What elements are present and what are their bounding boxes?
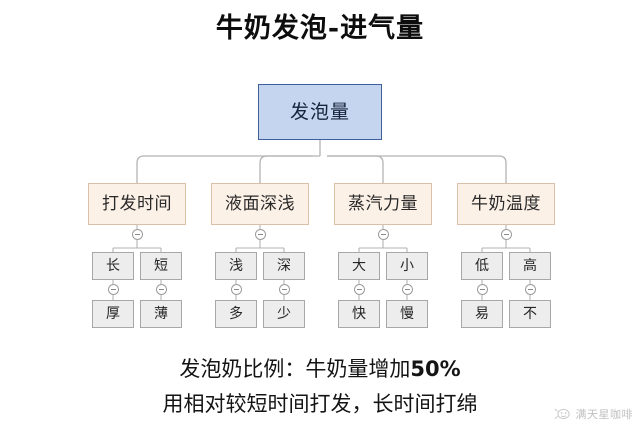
coffee-face-icon (553, 408, 570, 420)
leaf-node-slow[interactable]: 慢 (386, 300, 428, 328)
collapse-toggle-icon[interactable] (476, 284, 488, 295)
collapse-toggle-icon[interactable] (155, 284, 167, 295)
leaf-node-label: 慢 (400, 306, 414, 322)
leaf-node-thin[interactable]: 薄 (140, 300, 182, 328)
leaf-node-label: 低 (475, 258, 489, 274)
leaf-node-thick[interactable]: 厚 (92, 300, 134, 328)
leaf-node-large[interactable]: 大 (338, 252, 380, 280)
leaf-node-label: 高 (523, 258, 537, 274)
leaf-node-label: 厚 (106, 306, 120, 322)
branch-node-liquid-depth[interactable]: 液面深浅 (211, 183, 309, 225)
leaf-node-easy[interactable]: 易 (461, 300, 503, 328)
leaf-node-label: 短 (154, 258, 168, 274)
collapse-toggle-icon[interactable] (254, 229, 266, 240)
collapse-toggle-icon[interactable] (278, 284, 290, 295)
leaf-node-label: 浅 (229, 258, 243, 274)
collapse-toggle-icon[interactable] (353, 284, 365, 295)
leaf-node-label: 大 (352, 258, 366, 274)
leaf-node-not[interactable]: 不 (509, 300, 551, 328)
leaf-node-short[interactable]: 短 (140, 252, 182, 280)
leaf-node-long[interactable]: 长 (92, 252, 134, 280)
branch-node-label: 打发时间 (102, 193, 172, 214)
caption-line-1: 发泡奶比例：牛奶量增加50% (0, 353, 640, 383)
branch-node-label: 牛奶温度 (471, 193, 541, 214)
page-title: 牛奶发泡-进气量 (215, 13, 425, 44)
branch-node-label: 液面深浅 (225, 193, 295, 214)
leaf-node-label: 不 (523, 306, 537, 322)
branch-node-label: 蒸汽力量 (348, 193, 418, 214)
caption-line-2: 用相对较短时间打发，长时间打绵 (162, 392, 478, 416)
watermark-text: 满天星咖啡 (575, 408, 633, 421)
leaf-node-low[interactable]: 低 (461, 252, 503, 280)
root-node-foam-volume[interactable]: 发泡量 (258, 84, 382, 140)
leaf-node-small[interactable]: 小 (386, 252, 428, 280)
branch-node-whipping-time[interactable]: 打发时间 (88, 183, 186, 225)
leaf-node-label: 多 (229, 306, 243, 322)
leaf-node-deep[interactable]: 深 (263, 252, 305, 280)
leaf-node-label: 长 (106, 258, 120, 274)
leaf-node-more[interactable]: 多 (215, 300, 257, 328)
collapse-toggle-icon[interactable] (500, 229, 512, 240)
branch-node-steam-power[interactable]: 蒸汽力量 (334, 183, 432, 225)
collapse-toggle-icon[interactable] (230, 284, 242, 295)
leaf-node-high[interactable]: 高 (509, 252, 551, 280)
collapse-toggle-icon[interactable] (131, 229, 143, 240)
leaf-node-label: 少 (277, 306, 291, 322)
leaf-node-label: 快 (352, 306, 366, 322)
leaf-node-less[interactable]: 少 (263, 300, 305, 328)
leaf-node-label: 小 (400, 258, 414, 274)
leaf-node-label: 薄 (154, 306, 168, 322)
leaf-node-label: 易 (475, 306, 489, 322)
collapse-toggle-icon[interactable] (377, 229, 389, 240)
caption-line-1-prefix: 发泡奶比例：牛奶量增加 (179, 357, 411, 381)
collapse-toggle-icon[interactable] (524, 284, 536, 295)
leaf-node-fast[interactable]: 快 (338, 300, 380, 328)
branch-node-milk-temperature[interactable]: 牛奶温度 (457, 183, 555, 225)
leaf-node-label: 深 (277, 258, 291, 274)
caption-line-1-percent: 50% (410, 357, 461, 381)
watermark: 满天星咖啡 (553, 406, 634, 422)
root-node-label: 发泡量 (289, 100, 350, 123)
collapse-toggle-icon[interactable] (107, 284, 119, 295)
leaf-node-shallow[interactable]: 浅 (215, 252, 257, 280)
collapse-toggle-icon[interactable] (401, 284, 413, 295)
